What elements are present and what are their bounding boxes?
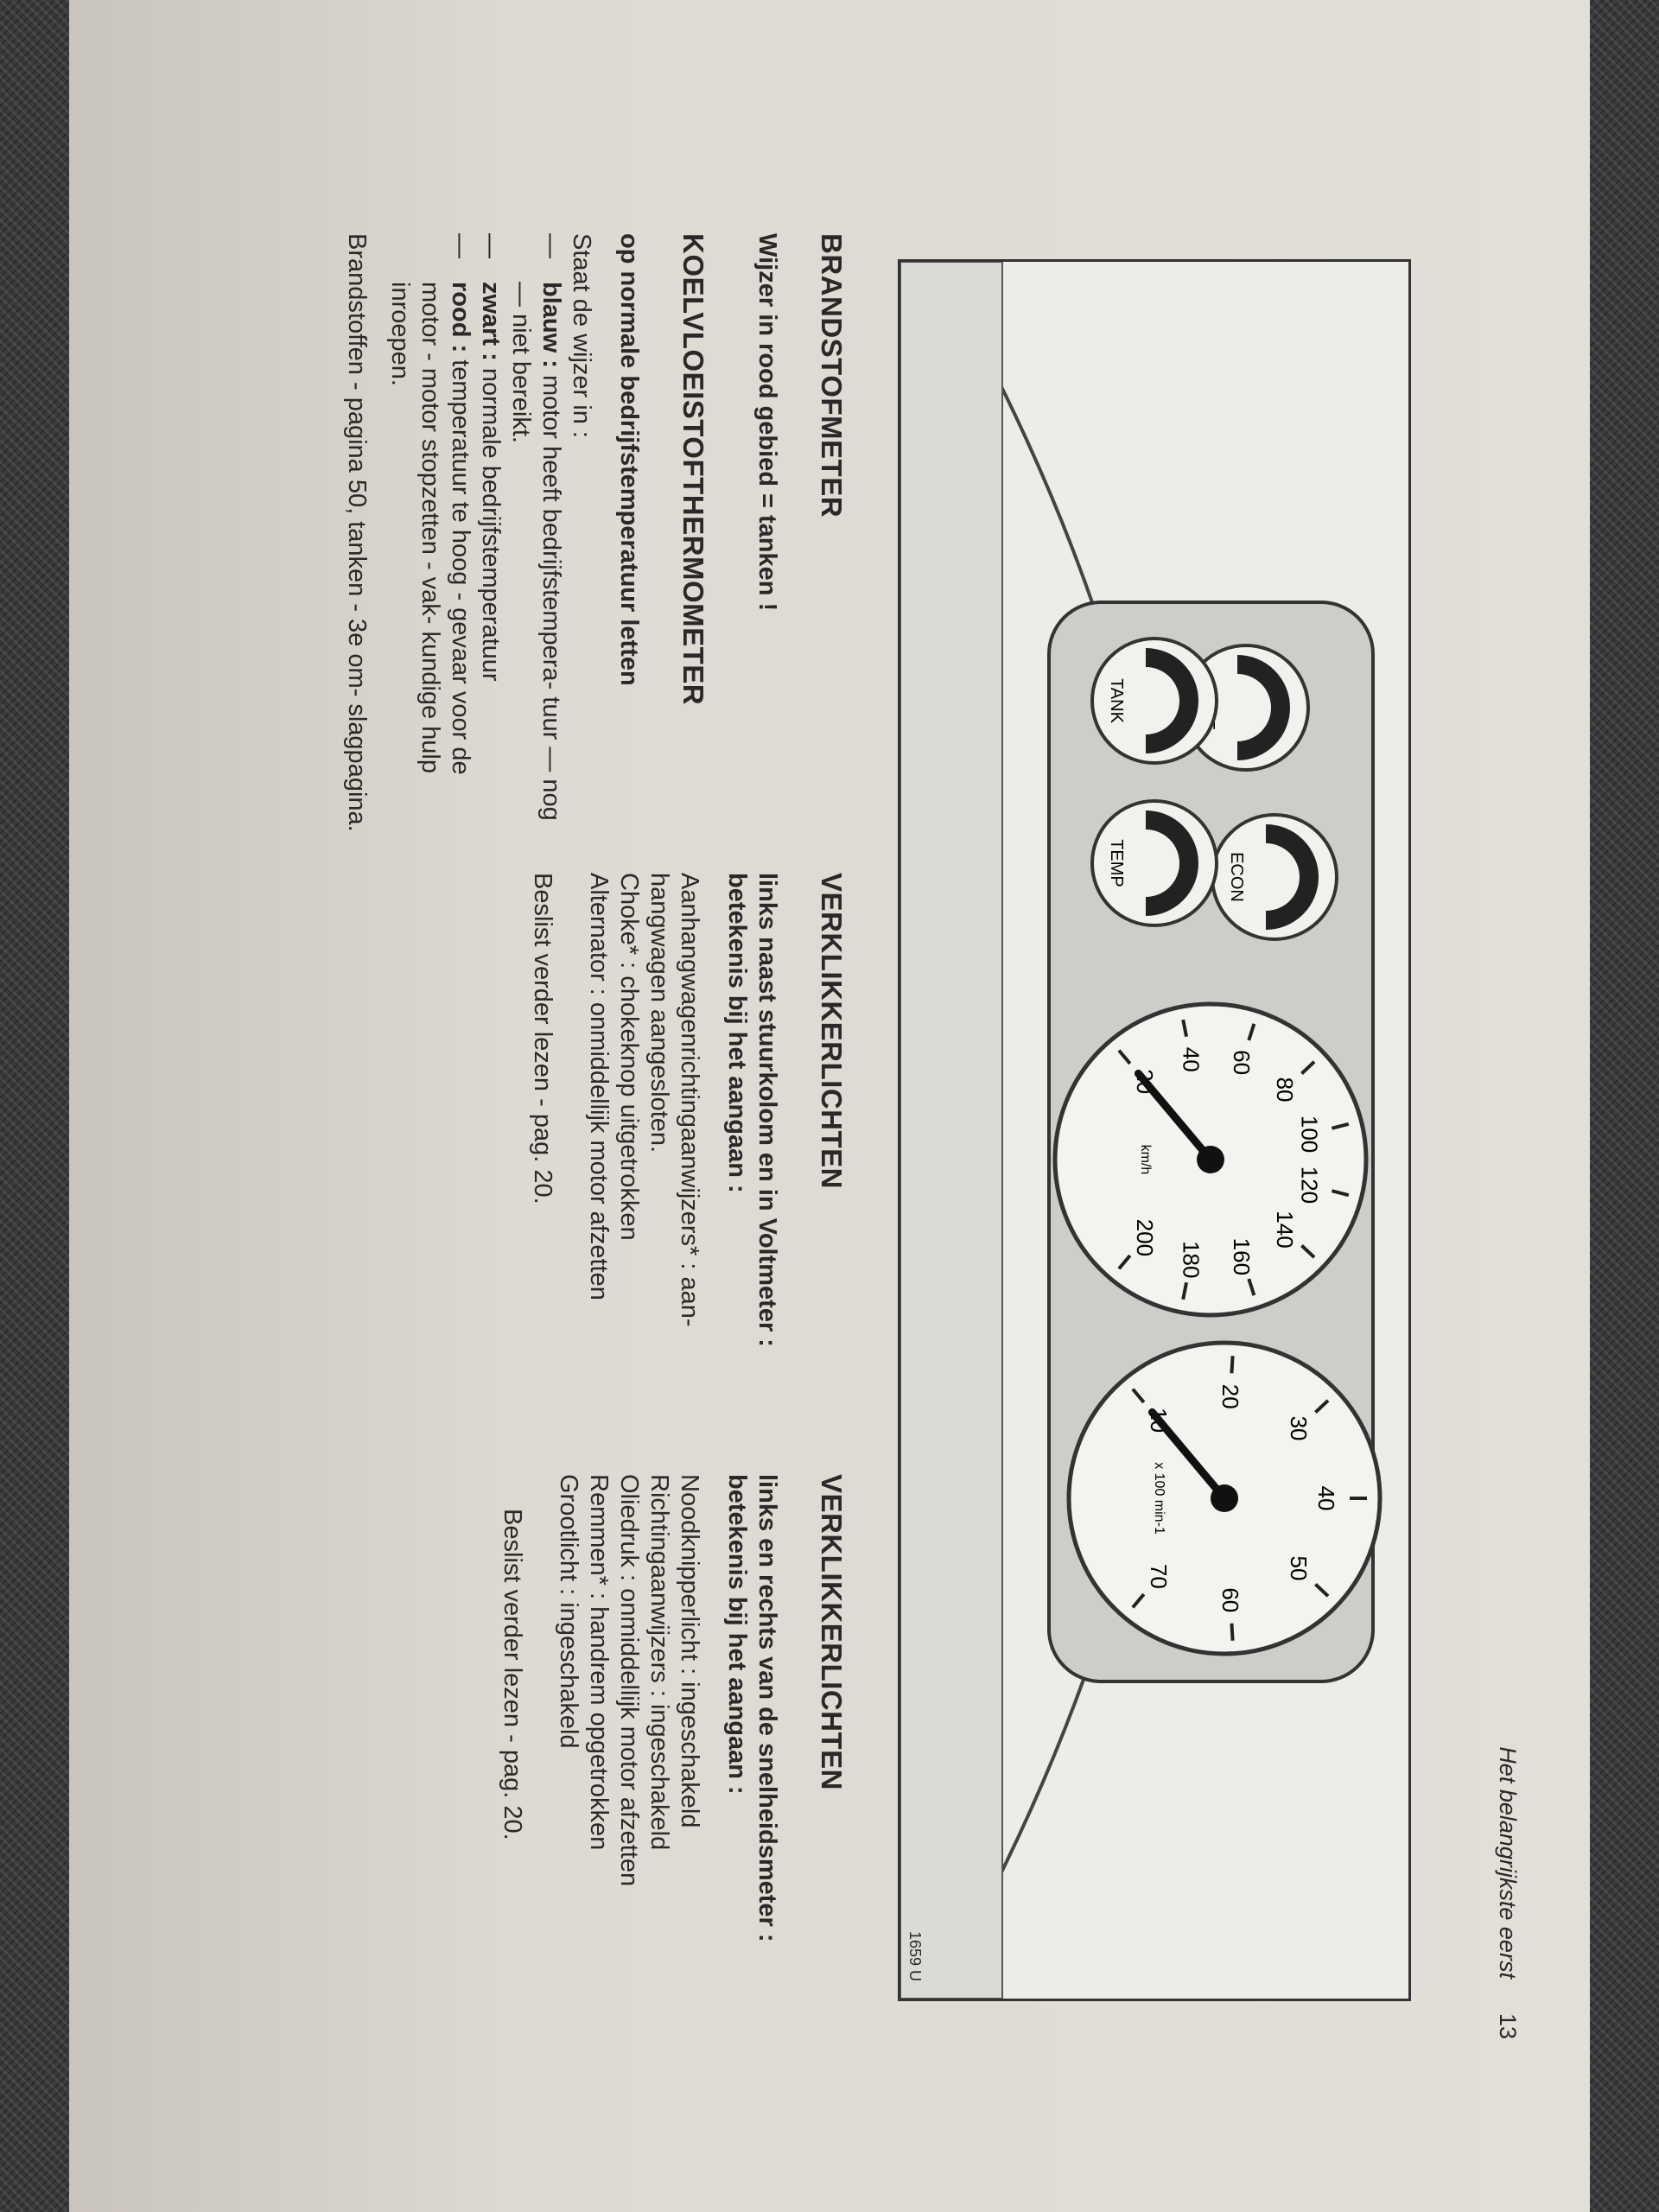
warning-line: Oliedruk : onmiddellijk motor afzetten: [615, 1474, 643, 1887]
speedometer-tick-label: 80: [1272, 1077, 1298, 1103]
speedometer-needle: [1134, 1069, 1215, 1164]
speedometer-unit: km/h: [1138, 1145, 1153, 1175]
speedometer-tick-label: 180: [1178, 1241, 1204, 1278]
warning-line: Aanhangwagenrichtingaanwijzers* : aan- h…: [645, 873, 703, 1327]
warning-line: Noodknipperlicht : ingeschakeld: [676, 1474, 703, 1828]
speedometer-tick: [1117, 1254, 1132, 1270]
speedometer-tick: [1300, 1244, 1316, 1259]
speedometer-tick: [1331, 1122, 1350, 1130]
econ-label: ECON: [1227, 852, 1246, 902]
tachometer-tick: [1314, 1399, 1330, 1414]
dash-grille: [899, 261, 1003, 1999]
tachometer-tick-label: 40: [1313, 1486, 1339, 1511]
tachometer-hub: [1211, 1484, 1238, 1512]
tachometer-tick: [1230, 1623, 1235, 1641]
tachometer-tick-label: 30: [1286, 1416, 1312, 1441]
temp-item: —zwart : normale bedrijfstemperatuur: [477, 233, 505, 682]
tachometer-tick-label: 60: [1217, 1587, 1243, 1612]
page-number: 13: [1495, 2012, 1521, 2039]
temp-item: —rood : temperatuur te hoog - gevaar voo…: [386, 233, 474, 775]
warning-line: Richtingaanwijzers : ingeschakeld: [645, 1474, 673, 1851]
warning-line: Choke* : chokeknop uitgetrokken: [615, 873, 643, 1241]
temp-note: op normale bedrijfstemperatuur letten: [615, 233, 643, 686]
speedometer-tick: [1300, 1060, 1316, 1075]
warning-right-intro: links en rechts van de snelheidsmeter : …: [723, 1474, 781, 1942]
tachometer-tick-label: 20: [1217, 1384, 1243, 1409]
temp-item: —blauw : motor heeft bedrijfstempera- tu…: [507, 233, 565, 821]
speedometer-tick-label: 160: [1229, 1238, 1255, 1275]
heading-verklikkerlichten-right: VERKLIKKERLICHTEN: [816, 1474, 848, 1791]
warning-left-intro: links naast stuurkolom en in Voltmeter :…: [723, 873, 781, 1347]
heading-koelvloeistof: KOELVLOEISTOFTHERMOMETER: [677, 233, 709, 706]
figure-code: 1659 U: [906, 1930, 924, 1981]
tachometer-needle: [1147, 1408, 1229, 1503]
temp-label: TEMP: [1107, 839, 1126, 887]
econ-scale: [1265, 824, 1319, 930]
tank-label: TANK: [1107, 678, 1126, 724]
warning-line: Grootlicht : ingeschakeld: [555, 1474, 582, 1749]
read-more: Beslist verder lezen - pag. 20.: [499, 1509, 526, 1840]
temp-intro: Staat de wijzer in :: [568, 233, 595, 438]
dashboard-illustration: VOLTTANKECONTEMP204060801001201401601802…: [898, 259, 1411, 2001]
heading-brandstofmeter: BRANDSTOFMETER: [816, 233, 848, 518]
speedometer-tick: [1247, 1023, 1256, 1041]
tachometer-tick: [1131, 1388, 1146, 1404]
tachometer-tick: [1230, 1356, 1235, 1374]
speedometer-tick-label: 100: [1296, 1116, 1322, 1153]
speedometer-tick-label: 120: [1296, 1166, 1322, 1204]
column-fuel-temp: BRANDSTOFMETER Wijzer in rood gebied = t…: [341, 233, 848, 838]
running-header: Het belangrijkste eerst 13: [1494, 1746, 1521, 2039]
tachometer-tick-label: 50: [1286, 1556, 1312, 1581]
speedometer-tick: [1181, 1019, 1189, 1038]
warning-line: Alternator : onmiddellijk motor afzetten: [585, 873, 613, 1300]
speedometer-tick-label: 200: [1132, 1219, 1158, 1256]
speedometer-tick: [1117, 1049, 1132, 1065]
fuel-note: Wijzer in rood gebied = tanken !: [753, 233, 781, 612]
header-title: Het belangrijkste eerst: [1495, 1746, 1521, 1979]
temp-scale: [1145, 810, 1198, 916]
tachometer-tick: [1314, 1583, 1330, 1598]
read-more: Beslist verder lezen - pag. 20.: [529, 873, 556, 1205]
heading-verklikkerlichten-left: VERKLIKKERLICHTEN: [816, 873, 848, 1190]
fuel-reference: Brandstoffen - pagina 50, tanken - 3e om…: [343, 233, 371, 832]
manual-page: Het belangrijkste eerst13 VOLTTANKECONTE…: [69, 0, 1590, 2212]
column-warning-left: VERKLIKKERLICHTEN links naast stuurkolom…: [527, 873, 848, 1443]
speedometer-hub: [1197, 1146, 1224, 1173]
speedometer-tick: [1331, 1189, 1350, 1198]
warning-line: Remmen* : handrem opgetrokken: [585, 1474, 613, 1851]
tachometer-tick-label: 70: [1146, 1564, 1172, 1589]
tank-scale: [1145, 648, 1198, 753]
dashboard-drawing: VOLTTANKECONTEMP204060801001201401601802…: [899, 259, 1382, 2001]
tachometer-unit: x 100 min-1: [1152, 1462, 1166, 1535]
speedometer-tick: [1181, 1281, 1189, 1300]
speedometer-tick-label: 60: [1229, 1050, 1255, 1075]
column-warning-right: VERKLIKKERLICHTEN links en rechts van de…: [497, 1474, 848, 2027]
tachometer-tick: [1131, 1592, 1146, 1609]
speedometer-tick: [1247, 1278, 1256, 1296]
speedometer-tick-label: 140: [1272, 1211, 1298, 1248]
volt-scale: [1236, 655, 1290, 760]
speedometer-tick-label: 40: [1178, 1047, 1204, 1072]
